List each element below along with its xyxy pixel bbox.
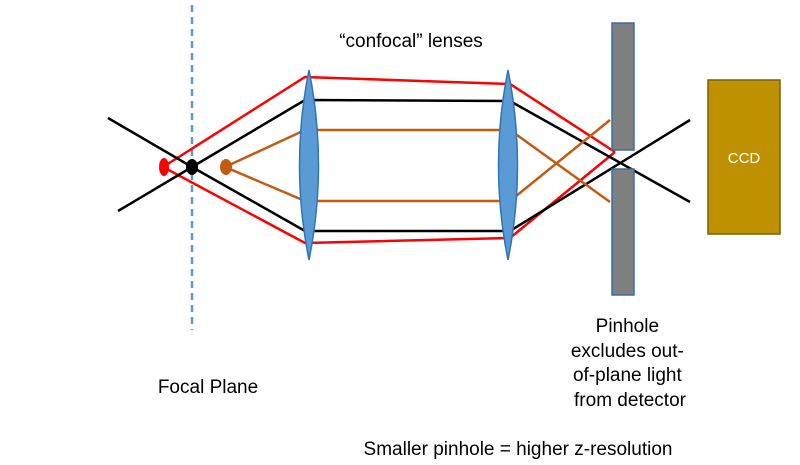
ccd-label: CCD: [728, 150, 761, 167]
pinhole-plate-top: [611, 22, 635, 151]
lens-left: [298, 69, 320, 261]
focal-plane-label: Focal Plane: [158, 377, 258, 398]
black-ray-upper: [107, 98, 691, 204]
red-source-point: [159, 158, 169, 176]
red-ray-upper: [162, 75, 616, 169]
pinhole-caption: Pinhole excludes out- of-plane light fro…: [571, 316, 689, 411]
pinhole-caption-line-3: of-plane light: [573, 365, 683, 386]
lens-right: [497, 69, 519, 261]
black-source-point: [186, 159, 198, 175]
ccd-detector: [707, 79, 781, 235]
lenses-title: “confocal” lenses: [339, 31, 483, 52]
pinhole-caption-line-1: Pinhole: [596, 316, 659, 337]
footer-note: Smaller pinhole = higher z-resolution: [364, 439, 673, 460]
orange-ray-upper: [224, 128, 611, 204]
pinhole-plate-bottom: [611, 168, 635, 296]
pinhole-caption-line-2: excludes out-: [571, 341, 684, 362]
orange-source-point: [220, 159, 232, 175]
pinhole-caption-line-4: from detector: [574, 390, 687, 411]
red-ray-lower: [162, 151, 616, 245]
orange-ray-lower: [224, 119, 611, 203]
black-ray-lower: [117, 118, 691, 233]
